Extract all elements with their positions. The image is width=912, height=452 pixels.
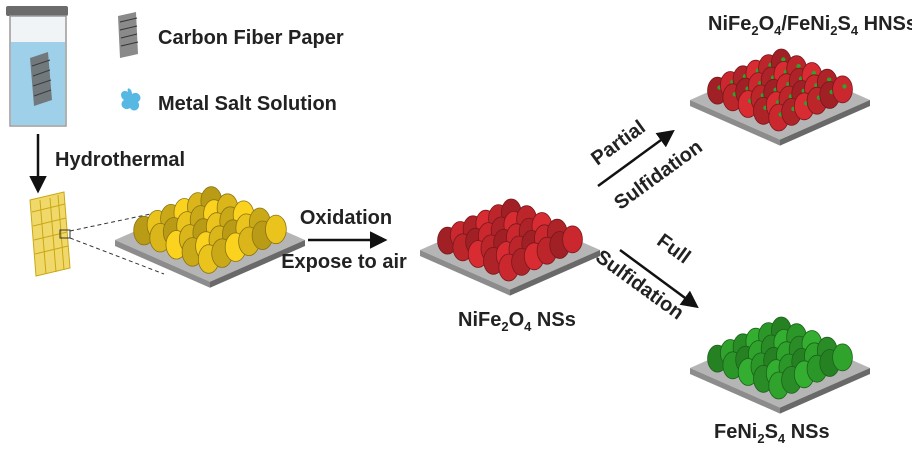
sulfide-dot xyxy=(842,84,847,89)
nife2o4-nanosheet-platform xyxy=(420,198,600,296)
feni2s4-nss-label: FeNi2S4 NSs xyxy=(714,421,830,446)
hydrothermal-label: Hydrothermal xyxy=(55,149,185,171)
substrate-side xyxy=(780,368,870,414)
partial-label: Partial xyxy=(587,116,649,170)
metal-salt-solution-icon xyxy=(121,88,141,111)
full-sulfidation-arrow xyxy=(619,248,699,309)
sulfide-dot xyxy=(811,70,817,76)
legend-carbon-fiber-paper: Carbon Fiber Paper xyxy=(158,27,344,49)
nanosheet-blob xyxy=(562,225,583,254)
substrate-side xyxy=(690,368,780,414)
sulfide-dot xyxy=(796,63,801,69)
substrate-side xyxy=(420,250,510,296)
carbon-fiber-paper-icon xyxy=(118,12,139,58)
hns-nanosheet-platform xyxy=(690,48,870,146)
partial-sulfidation-arrow xyxy=(597,129,675,188)
zoom-line-top xyxy=(69,211,161,232)
substrate-side xyxy=(210,240,305,288)
sulfide-dot xyxy=(827,77,832,82)
hns-label: NiFe2O4/FeNi2S4 HNSs xyxy=(708,13,912,38)
full-label: Full xyxy=(653,230,695,269)
substrate-side xyxy=(690,100,780,146)
substrate-side xyxy=(510,250,600,296)
beaker-icon xyxy=(6,6,68,127)
expose-to-air-label: Expose to air xyxy=(281,251,407,273)
nanosheet-blob xyxy=(832,343,853,372)
zoom-line-bottom xyxy=(69,237,165,275)
sulfide-dot xyxy=(781,57,786,62)
nanosheet-blob xyxy=(832,75,853,104)
substrate-side xyxy=(115,240,210,288)
yellow-nanosheet-platform xyxy=(115,186,305,288)
nife2o4-nss-label: NiFe2O4 NSs xyxy=(458,309,576,334)
oxidation-label: Oxidation xyxy=(300,207,392,229)
nanosheet-blob xyxy=(265,214,287,245)
coated-fiber-paper-icon xyxy=(29,191,71,277)
feni2s4-nanosheet-platform xyxy=(690,316,870,414)
legend-metal-salt-solution: Metal Salt Solution xyxy=(158,93,337,115)
fiber-paper-icon xyxy=(30,52,52,106)
substrate-side xyxy=(780,100,870,146)
